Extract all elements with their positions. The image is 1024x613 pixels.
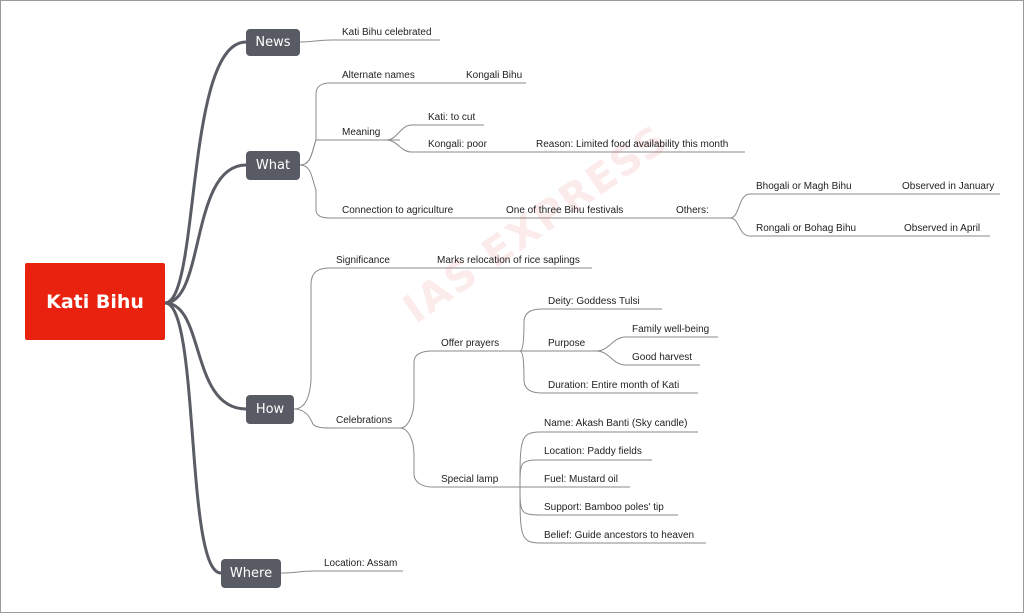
one-of-three-node[interactable]: One of three Bihu festivals: [506, 205, 624, 216]
connector-root-news: [163, 40, 248, 305]
news-item[interactable]: Kati Bihu celebrated: [342, 27, 432, 38]
branch-what[interactable]: What: [246, 151, 300, 180]
rongali-node[interactable]: Rongali or Bohag Bihu: [756, 223, 857, 234]
celebrations-node[interactable]: Celebrations: [336, 415, 393, 426]
alternate-names-node[interactable]: Alternate names: [342, 70, 415, 81]
lamp-support-node[interactable]: Support: Bamboo poles' tip: [544, 502, 664, 513]
significance-node[interactable]: Significance: [336, 255, 390, 266]
lamp-belief-node[interactable]: Belief: Guide ancestors to heaven: [544, 530, 695, 541]
root-node[interactable]: Kati Bihu: [25, 263, 165, 340]
connector-root-what: [163, 163, 248, 305]
meaning-kongali[interactable]: Kongali: poor: [428, 139, 487, 150]
significance-value[interactable]: Marks relocation of rice saplings: [437, 255, 580, 266]
rongali-when[interactable]: Observed in April: [904, 223, 981, 234]
connector-root-where: [163, 301, 223, 575]
lamp-fuel-node[interactable]: Fuel: Mustard oil: [544, 474, 618, 485]
family-node[interactable]: Family well-being: [632, 324, 710, 335]
meaning-reason[interactable]: Reason: Limited food availability this m…: [536, 139, 729, 150]
harvest-node[interactable]: Good harvest: [632, 352, 693, 363]
branch-where[interactable]: Where: [221, 559, 281, 588]
offer-prayers-node[interactable]: Offer prayers: [441, 338, 500, 349]
bhogali-when[interactable]: Observed in January: [902, 181, 995, 192]
branch-news[interactable]: News: [246, 29, 300, 56]
others-node[interactable]: Others:: [676, 205, 709, 216]
lamp-location-node[interactable]: Location: Paddy fields: [544, 446, 642, 457]
meaning-node[interactable]: Meaning: [342, 127, 381, 138]
duration-node[interactable]: Duration: Entire month of Kati: [548, 380, 680, 391]
where-location[interactable]: Location: Assam: [324, 558, 398, 569]
alternate-names-value[interactable]: Kongali Bihu: [466, 70, 523, 81]
connection-node[interactable]: Connection to agriculture: [342, 205, 454, 216]
branch-how[interactable]: How: [246, 395, 294, 424]
special-lamp-node[interactable]: Special lamp: [441, 474, 499, 485]
lamp-name-node[interactable]: Name: Akash Banti (Sky candle): [544, 418, 688, 429]
bhogali-node[interactable]: Bhogali or Magh Bihu: [756, 181, 852, 192]
purpose-node[interactable]: Purpose: [548, 338, 586, 349]
meaning-kati[interactable]: Kati: to cut: [428, 112, 476, 123]
deity-node[interactable]: Deity: Goddess Tulsi: [548, 296, 640, 307]
connector-root-how: [163, 301, 248, 411]
